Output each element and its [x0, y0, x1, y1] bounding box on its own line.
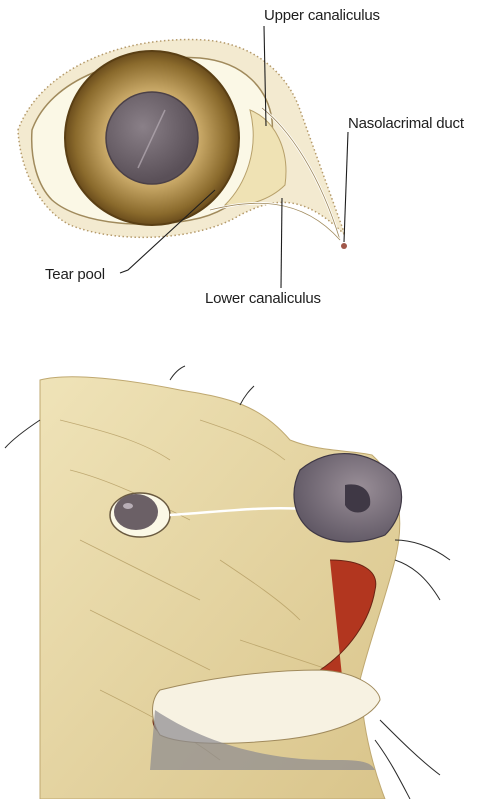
dog-eye-highlight: [123, 503, 133, 509]
nasolacrimal-duct-opening: [341, 243, 347, 249]
lower-canaliculus-label: Lower canaliculus: [205, 290, 321, 307]
tear-pool-label: Tear pool: [45, 266, 105, 283]
dog-head-illustration: [5, 366, 450, 799]
nasolacrimal-duct-label: Nasolacrimal duct: [348, 115, 465, 132]
upper-canaliculus-label: Upper canaliculus: [264, 7, 380, 24]
dog-iris: [114, 494, 158, 530]
lower-canaliculus-leader: [281, 198, 282, 288]
nasolacrimal-duct-leader: [344, 132, 348, 242]
eye-illustration: [18, 40, 347, 249]
